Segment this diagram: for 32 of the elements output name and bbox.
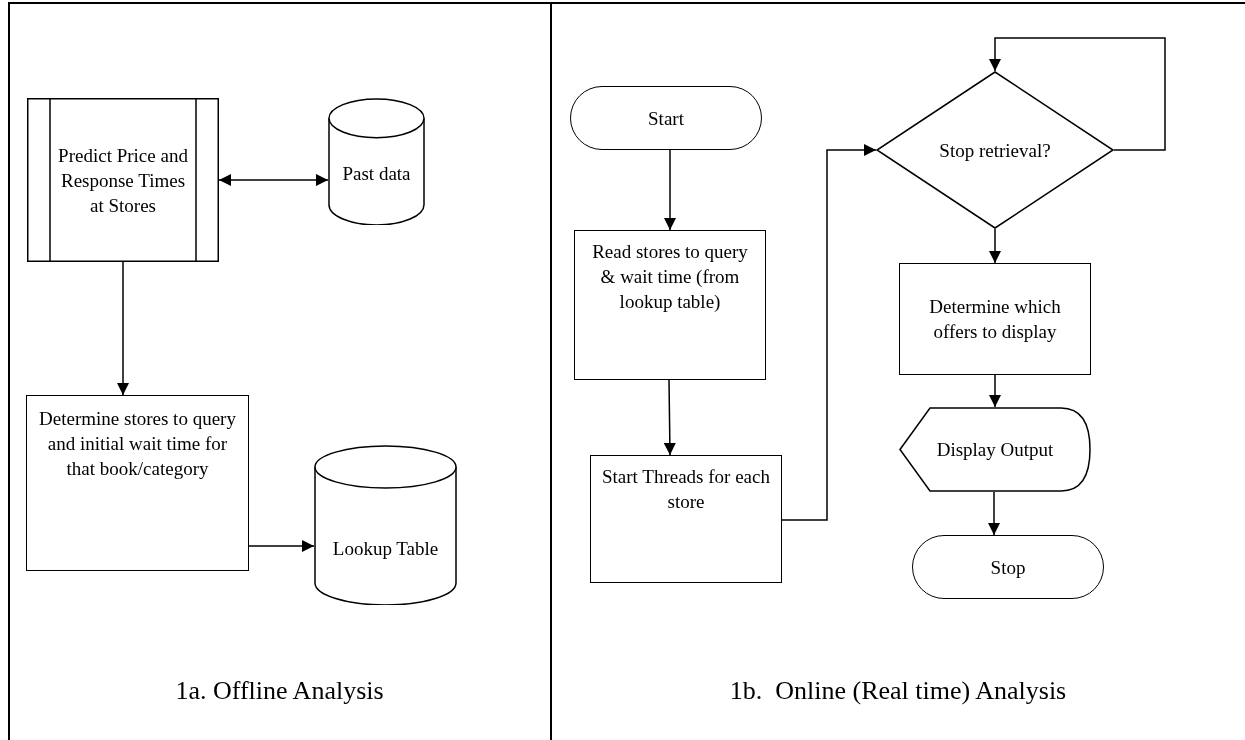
arrow [117,261,129,396]
node-text: Determine stores to query and initial wait time for that book/category [38,407,237,481]
arrow [248,540,315,552]
node-text: Past data [342,162,411,186]
predefined-process-box [27,98,219,262]
arrow [218,174,329,186]
node-text: Start [648,106,684,131]
process-box [899,263,1091,375]
node-text: Stop retrieval? [939,138,1051,163]
database-cylinder [314,445,457,605]
display-shape [899,407,1091,492]
process-box [26,395,249,571]
node-text: Display Output [936,438,1054,462]
process-box [590,455,782,583]
database-cylinder [328,98,425,225]
arrow [664,149,676,231]
arrow [989,37,1166,151]
node-text: Lookup Table [332,536,439,561]
panel-caption: 1a. Offline Analysis [174,675,385,707]
arrow [989,228,1001,264]
arrow [989,374,1001,408]
panel-caption: 1b. Online (Real time) Analysis [728,675,1068,707]
arrow [663,379,676,456]
node-text: Read stores to query & wait time (from lookup table) [591,240,749,314]
node-text: Stop [990,555,1026,580]
arrow [988,491,1000,536]
decision-diamond [876,71,1114,229]
node-text: Predict Price and Response Times at Stores [57,143,189,218]
node-text: Determine which offers to display [928,295,1062,344]
arrow [781,144,877,521]
process-box [574,230,766,380]
node-text: Start Threads for each store [601,465,771,514]
